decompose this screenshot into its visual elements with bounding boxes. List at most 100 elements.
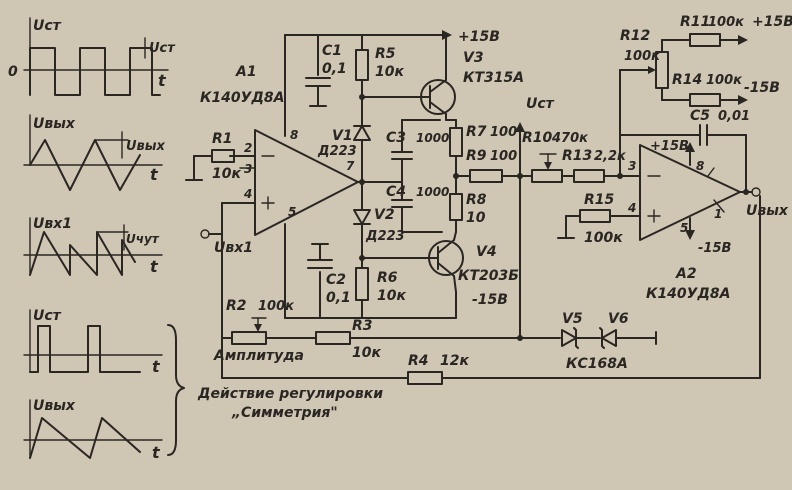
v4-collector-wire [453,275,457,293]
symmetry-caption-line2: „Симметрия" [231,405,338,421]
r15-value: 100к [584,230,623,246]
r15-name: R15 [584,192,615,208]
w3-amp-label: Uчут [126,232,160,246]
w4-y-label: Uст [33,308,62,324]
v4-type: КТ203Б [458,268,519,284]
uvyh-label: Uвых [746,203,789,219]
c4-value: 1000 [416,185,449,199]
c3-name: C3 [386,130,406,146]
c4-name: C4 [386,184,406,200]
r9-name: R9 [466,148,487,164]
r14-name: R14 [672,72,702,88]
r8-name: R8 [466,192,487,208]
ust-arrow [515,122,525,132]
r11-value: 100к [708,15,745,30]
r7-name: R7 [466,124,487,140]
w4-t-label: t [152,357,161,376]
v3-type: КТ315А [463,70,524,86]
a1-pin7: 7 [346,159,355,173]
v6-name: V6 [608,311,629,327]
v4-emitter [437,239,455,254]
a1-pin8: 8 [290,128,298,142]
zener-type: КС168А [566,356,628,372]
c3-value: 1000 [416,131,449,145]
r5-value: 10к [375,64,404,80]
uvyh-terminal [751,187,761,197]
a1-pin5: 5 [288,205,296,219]
v1-type: Д223 [317,144,357,159]
a2-plus-arrow [685,142,695,152]
a2-pin1: 1 [714,207,722,221]
v2-diode [353,209,371,225]
r14-value: 100к [706,73,743,88]
r14-arrow [738,95,748,105]
w1-y-label: Uст [33,18,62,34]
v3-collector [429,79,447,93]
w3-y-label: Uвх1 [33,216,72,232]
v4-supply: -15В [472,292,508,308]
waveform-ust-pulse: Uст t [23,308,163,376]
w1-t-label: t [158,71,167,90]
waveform-brace [167,324,185,456]
r10-value: 470к [551,131,589,146]
r12-wiper-arrow [648,66,656,74]
w2-t-label: t [150,165,159,184]
r12-value: 100к [624,49,661,64]
v4-collector [437,262,455,277]
c1-value: 0,1 [322,61,347,77]
r10-wiper-arrow [544,162,552,170]
v4-emitter-wire [453,231,457,241]
r6-value: 10к [377,288,406,304]
v3-emitter [429,101,447,115]
waveform-ust-square: Uст Uст 0 t [8,17,176,96]
r5-name: R5 [375,46,396,62]
ust-label: Uст [526,96,555,112]
r3-value: 10к [352,345,381,361]
a2-pin1-stub [713,199,725,213]
a1-pin4: 4 [243,187,252,201]
a2-name: A2 [675,266,697,282]
c1-name: C1 [322,43,342,59]
r2-label: Амплитуда [213,348,304,364]
r11-name: R11 [680,14,710,30]
v2-type: Д223 [365,229,405,244]
w2-triangle-wave [29,139,141,191]
v1-name: V1 [332,128,353,144]
node-r6 [359,255,365,261]
r8-value: 10 [466,210,486,226]
w5-sawtooth-wave [29,417,141,459]
opamp-a2 [639,144,741,241]
c5-name: C5 [690,108,710,124]
waveform-uvyh-sawtooth: Uвых t [23,398,163,462]
r10-name: R10 [522,130,553,146]
a2-pin8-stub [707,167,715,177]
a2-pin8: 8 [696,159,704,173]
a1-pin3: 3 [244,162,252,176]
w1-zero-label: 0 [8,64,18,80]
c2-name: C2 [326,272,346,288]
node-r5 [359,94,365,100]
symmetry-caption-line1: Действие регулировки [197,386,383,402]
r4-name: R4 [408,353,429,369]
a1-name: A1 [235,64,257,80]
node-zener [517,335,523,341]
r9-value: 100 [490,149,517,164]
c2-value: 0,1 [326,290,351,306]
r12-name: R12 [620,28,650,44]
r11-supply: +15В [752,14,792,30]
r13-name: R13 [562,148,592,164]
a2-pin4: 4 [627,201,636,215]
v2-name: V2 [374,207,395,223]
r1-value: 10к [212,166,241,182]
a1-type: К140УД8А [200,90,285,106]
r2-wiper-arrow [254,324,262,332]
a1-pin2: 2 [244,141,252,155]
r14-supply: -15В [744,80,780,96]
w3-t-label: t [150,257,159,276]
a2-plus-supply: +15В [650,139,689,154]
r1-name: R1 [212,131,233,147]
r2-name: R2 [226,298,247,314]
v5-zener [561,329,577,347]
